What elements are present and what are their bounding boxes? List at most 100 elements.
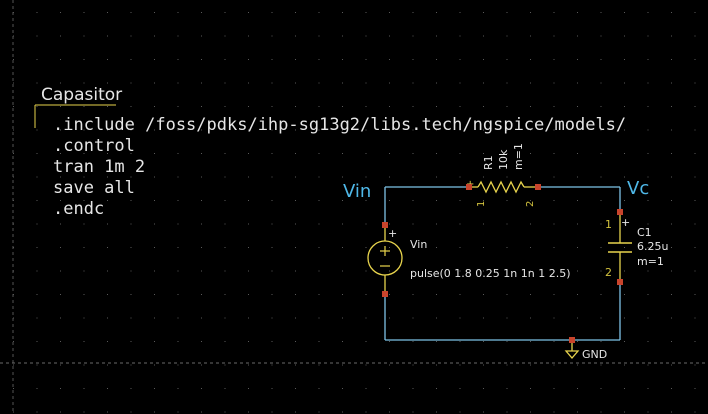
resistor-pin1[interactable] bbox=[466, 184, 472, 190]
net-label-vc[interactable]: Vc bbox=[627, 178, 649, 199]
grid-dot bbox=[177, 388, 179, 389]
grid-dot bbox=[271, 82, 273, 84]
grid-dot bbox=[624, 59, 625, 60]
grid-dot bbox=[36, 176, 38, 178]
grid-dot bbox=[530, 341, 531, 342]
grid-dot bbox=[506, 59, 508, 60]
grid-dot bbox=[624, 364, 625, 366]
resistor-r1[interactable]: + R1 10k m=1 1 2 bbox=[466, 143, 541, 207]
grid-dot bbox=[553, 341, 555, 342]
grid-dot bbox=[459, 153, 461, 154]
grid-dot bbox=[530, 153, 531, 154]
grid-dot bbox=[201, 176, 202, 178]
ground-gnd[interactable]: GND bbox=[564, 337, 607, 361]
grid-dot bbox=[365, 364, 367, 366]
source-pin-plus[interactable] bbox=[382, 222, 388, 228]
grid-dot bbox=[36, 294, 38, 295]
ground-label: GND bbox=[582, 348, 607, 361]
grid-dot bbox=[412, 176, 414, 178]
grid-dot bbox=[177, 411, 179, 413]
grid-dot bbox=[342, 341, 343, 342]
grid-dot bbox=[83, 247, 85, 248]
grid-dot bbox=[130, 82, 132, 84]
grid-dot bbox=[295, 294, 296, 295]
grid-dot bbox=[459, 59, 461, 60]
grid-dot bbox=[201, 294, 202, 295]
grid-dot bbox=[459, 223, 461, 225]
grid-dot bbox=[459, 270, 461, 272]
grid-dot bbox=[107, 317, 108, 319]
grid-dot bbox=[647, 223, 649, 225]
source-pin-minus[interactable] bbox=[382, 291, 388, 297]
grid-dot bbox=[553, 223, 555, 225]
grid-dot bbox=[224, 176, 226, 178]
grid-dot bbox=[83, 129, 85, 131]
grid-dot bbox=[483, 411, 484, 413]
grid-dot bbox=[671, 247, 672, 248]
grid-dot bbox=[671, 12, 672, 13]
code-block[interactable]: Capasitor .include /foss/pdks/ihp-sg13g2… bbox=[34, 85, 626, 219]
grid-dot bbox=[177, 294, 179, 295]
net-label-vin[interactable]: Vin bbox=[343, 181, 371, 202]
grid-dot bbox=[365, 200, 367, 201]
grid-dot bbox=[248, 106, 249, 107]
grid-dot bbox=[13, 59, 14, 60]
grid-dot bbox=[83, 12, 85, 13]
grid-dot bbox=[201, 82, 202, 84]
grid-dot bbox=[577, 59, 578, 60]
grid-dot bbox=[671, 106, 672, 107]
grid-dot bbox=[412, 317, 414, 319]
grid-dot bbox=[154, 82, 155, 84]
grid-dot bbox=[224, 106, 226, 107]
grid-dot bbox=[201, 59, 202, 60]
wires[interactable] bbox=[384, 186, 621, 341]
grid-dot bbox=[248, 341, 249, 342]
grid-dot bbox=[694, 341, 696, 342]
grid-dot bbox=[553, 270, 555, 272]
grid-dot bbox=[271, 270, 273, 272]
grid-dot bbox=[318, 12, 320, 13]
grid-dot bbox=[530, 317, 531, 319]
capacitor-c1[interactable]: + 1 2 C1 6.25u m=1 bbox=[605, 209, 668, 285]
grid-dot bbox=[60, 388, 61, 389]
resistor-icon: + bbox=[466, 179, 538, 194]
grid-dot bbox=[177, 200, 179, 201]
grid-dot bbox=[83, 388, 85, 389]
grid-dot bbox=[600, 341, 602, 342]
voltage-source-vin[interactable]: + Vin pulse(0 1.8 0.25 1n 1n 1 2.5) bbox=[367, 222, 571, 297]
grid-dot bbox=[271, 12, 273, 13]
grid-dot bbox=[248, 247, 249, 248]
grid-dot bbox=[295, 341, 296, 342]
grid-dot bbox=[365, 223, 367, 225]
grid-dot bbox=[600, 106, 602, 107]
grid-dot bbox=[647, 411, 649, 413]
ground-pin[interactable] bbox=[569, 337, 575, 343]
grid-dot bbox=[154, 411, 155, 413]
grid-dot bbox=[506, 270, 508, 272]
capacitor-pin2[interactable] bbox=[617, 279, 623, 285]
capacitor-pin1[interactable] bbox=[617, 209, 623, 215]
grid-dot bbox=[154, 223, 155, 225]
grid-dot bbox=[318, 82, 320, 84]
grid-dot bbox=[154, 153, 155, 154]
grid-dot bbox=[506, 341, 508, 342]
grid-dot bbox=[177, 106, 179, 107]
grid-dot bbox=[483, 364, 484, 366]
grid-dot bbox=[271, 364, 273, 366]
resistor-pin2[interactable] bbox=[535, 184, 541, 190]
grid-dot bbox=[342, 35, 343, 37]
grid-dot bbox=[295, 12, 296, 13]
grid-dot bbox=[60, 364, 61, 366]
grid-dot bbox=[389, 129, 390, 131]
grid-dot bbox=[436, 388, 437, 389]
resistor-name: R1 bbox=[482, 155, 495, 170]
grid-dot bbox=[295, 317, 296, 319]
grid-dot bbox=[506, 364, 508, 366]
grid-dot bbox=[130, 153, 132, 154]
grid-dot bbox=[107, 35, 108, 37]
grid-dot bbox=[577, 12, 578, 13]
grid-dot bbox=[342, 364, 343, 366]
grid-dot bbox=[600, 388, 602, 389]
grid-dot bbox=[107, 82, 108, 84]
